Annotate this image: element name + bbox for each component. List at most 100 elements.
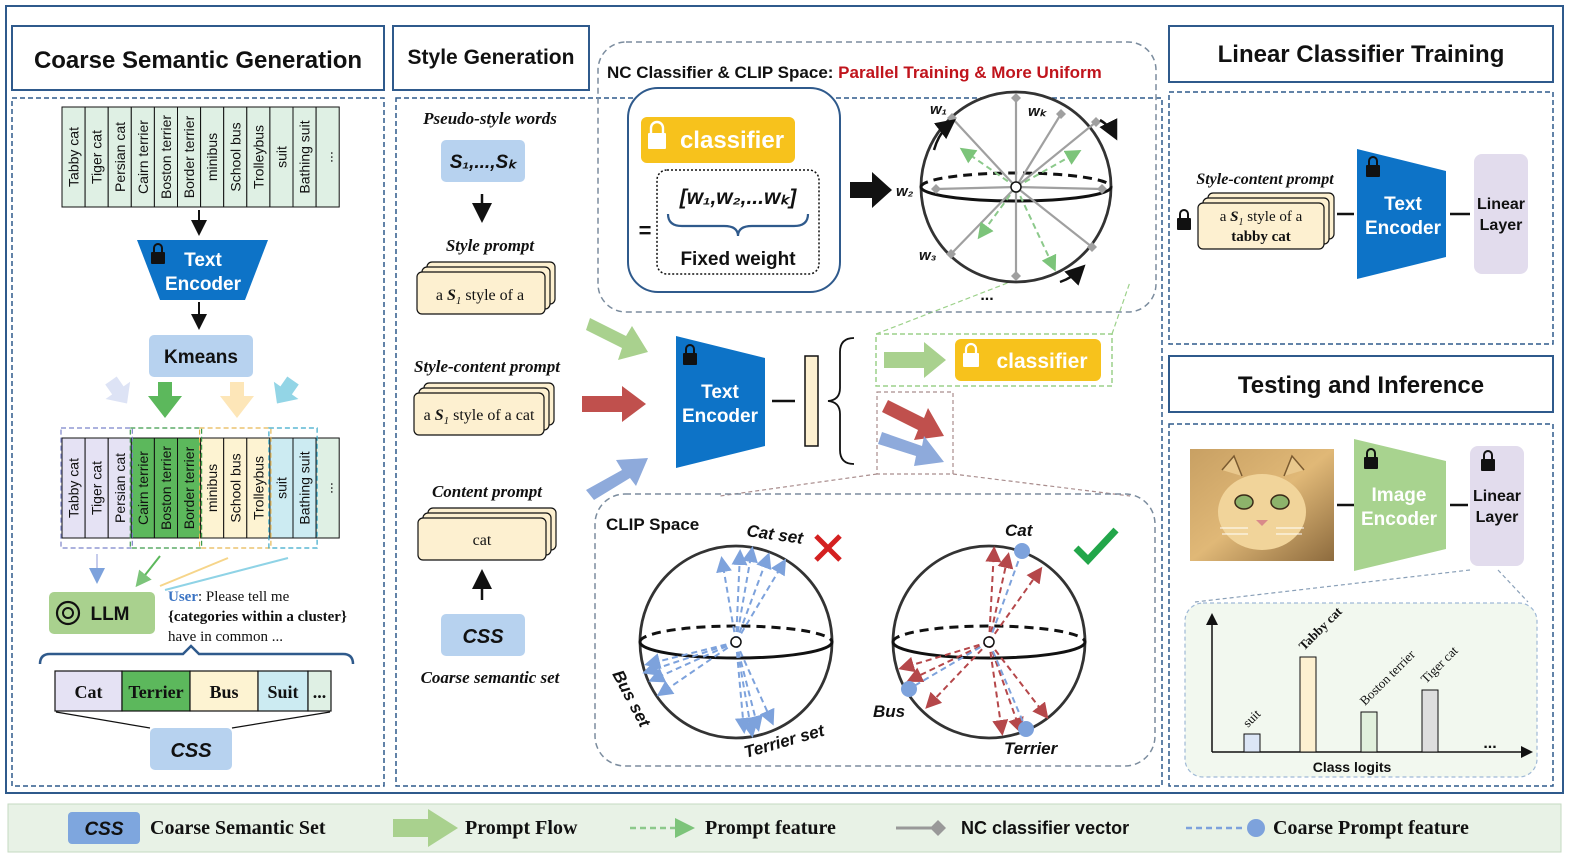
prompt-flow-arrow-blue [586, 458, 648, 500]
content-prompt-label: Content prompt [432, 482, 543, 501]
linear-layer-training [1474, 154, 1528, 274]
pseudo-words: S₁,...,Sₖ [450, 152, 518, 173]
text-encoder-center [676, 336, 765, 468]
user-query-line1: User: Please tell me [168, 589, 290, 605]
logit-bar [1421, 689, 1439, 753]
arrow-to-sphere [850, 172, 892, 208]
cat-image [1190, 449, 1334, 561]
css-label-left: CSS [170, 740, 212, 762]
w3-label: w₃ [919, 247, 937, 264]
bus-label: Bus [873, 702, 905, 721]
category-label: Persian cat [112, 453, 128, 523]
category-label: School bus [227, 122, 243, 191]
category-label: Tiger cat [89, 461, 105, 515]
category-label: Cairn terrier [135, 120, 151, 194]
coarse-body [11, 97, 385, 787]
css-item: Terrier [128, 682, 183, 702]
legend-prompt-flow-icon [393, 809, 458, 847]
outer-frame [5, 5, 1564, 794]
logit-bar [1299, 656, 1317, 753]
text-encoder-center-line2: Encoder [682, 406, 759, 427]
text-encoder-right [1357, 149, 1446, 279]
logit-bar [1243, 733, 1261, 753]
legend-css-label: Coarse Semantic Set [150, 817, 326, 839]
terrier-label: Terrier [1004, 739, 1059, 758]
image-encoder-line1: Image [1372, 485, 1427, 506]
text-encoder-left [137, 240, 268, 300]
category-label: Tiger cat [89, 130, 105, 184]
style-title-box [392, 25, 590, 91]
logit-bar [1360, 711, 1378, 753]
category-label: Bathing suit [297, 451, 313, 524]
category-label: ... [320, 151, 336, 163]
classifier-nc-label: classifier [680, 127, 784, 154]
clip-sphere-bad [638, 544, 834, 740]
clip-space-panel [594, 493, 1156, 767]
linear-layer-training-line1: Linear [1477, 196, 1525, 213]
category-cell [315, 106, 340, 208]
category-label: Border terrier [181, 446, 197, 529]
kmeans-box [149, 335, 253, 377]
css-label-style: CSS [462, 626, 504, 648]
text-encoder-right-line2: Encoder [1365, 218, 1442, 239]
linear-prompt-stack [1197, 192, 1335, 250]
css-item: Suit [267, 682, 298, 702]
legend: CSS Coarse Semantic Set Prompt Flow Prom… [7, 803, 1562, 853]
logits-chart-box [1184, 602, 1538, 778]
category-label: ... [320, 482, 336, 494]
text-encoder-left-line2: Encoder [165, 274, 242, 295]
style-content-prompt-text: a S1 style of a cat [424, 407, 535, 427]
lock-icon [963, 342, 979, 367]
clip-space-title: CLIP Space [606, 515, 699, 534]
image-encoder-line2: Encoder [1361, 509, 1438, 530]
cluster-arrows [105, 376, 299, 418]
style-prompt-text: a S1 style of a [436, 287, 524, 307]
brace-icon [827, 337, 855, 465]
category-label: Trolleybus [250, 456, 266, 520]
testing-title: Testing and Inference [1238, 372, 1484, 399]
legend-prompt-feature: Prompt feature [705, 817, 836, 839]
category-label: minibus [204, 464, 220, 512]
prompt-flow-arrow-red [582, 386, 646, 422]
prompt-flow-arrow-green [586, 318, 648, 360]
style-title: Style Generation [408, 46, 575, 69]
category-label: suit [273, 477, 289, 499]
w2-label: w₂ [896, 183, 914, 200]
legend-css-swatch [68, 812, 140, 844]
classifier-center-label: classifier [996, 350, 1087, 373]
content-prompt-stack [417, 507, 557, 561]
category-label: suit [273, 146, 289, 168]
css-item: Bus [209, 682, 238, 702]
arrow-blue-to-clip [878, 432, 944, 466]
css-cell [121, 670, 191, 712]
llm-box [49, 592, 155, 634]
user-query-line3: have in common ... [168, 629, 283, 645]
category-cell [315, 437, 340, 539]
style-content-prompt-stack [413, 382, 555, 436]
equals-sign: = [639, 218, 652, 243]
category-label: Bathing suit [297, 120, 313, 193]
linear-layer-testing [1470, 446, 1524, 566]
cross-icon [814, 534, 842, 562]
category-label: Trolleybus [250, 125, 266, 189]
pseudo-words-box [441, 140, 525, 182]
category-label: Persian cat [112, 122, 128, 192]
logits-more: ... [1483, 735, 1496, 752]
wk-label: wₖ [1028, 103, 1048, 120]
lock-icon [1364, 448, 1378, 469]
testing-panel: Testing and Inference Image Encoder Line… [1168, 355, 1554, 787]
arrow-to-classifier [884, 342, 946, 378]
lock-icon [151, 243, 165, 264]
css-item: ... [313, 682, 327, 702]
check-icon [1073, 527, 1119, 566]
coarse-title-box [11, 25, 385, 91]
fixed-weight-label: Fixed weight [680, 249, 796, 270]
class-logits-label: Class logits [1313, 759, 1392, 775]
feature-vector [804, 355, 819, 447]
kmeans-label: Kmeans [164, 347, 238, 368]
classifier-center-box [955, 339, 1101, 381]
css-cell [257, 670, 309, 712]
